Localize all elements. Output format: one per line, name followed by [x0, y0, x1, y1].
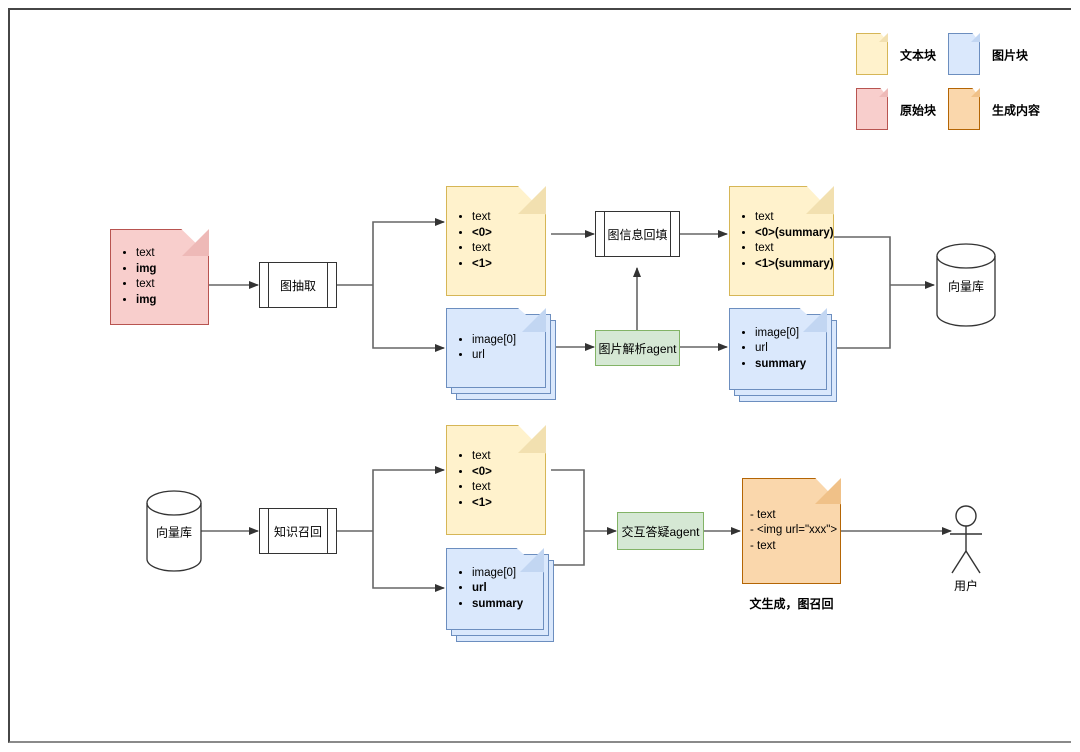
vector-store-node-ingest[interactable]: 向量库: [936, 243, 996, 327]
user-actor-label: 用户: [953, 579, 978, 593]
text-chunk-filled-line-2: text: [755, 241, 834, 257]
source-doc-line-2: text: [136, 277, 209, 293]
image-chunk-filled-line-0: image[0]: [755, 326, 827, 342]
retrieved-image-chunk-line-0: image[0]: [472, 566, 544, 582]
legend-item-image-block: 图片块: [948, 33, 1068, 77]
text-chunk-filled-line-0: text: [755, 210, 834, 226]
vector-store-node-retrieval[interactable]: 向量库: [146, 490, 202, 572]
legend-item-text-block: 文本块: [856, 33, 976, 77]
source-document-list: text img text img: [110, 229, 209, 325]
text-chunk-filled-line-3: <1>(summary): [755, 257, 834, 273]
text-chunk-line-1: <0>: [472, 226, 546, 242]
vector-store-label-retrieval: 向量库: [155, 525, 192, 540]
text-chunk-line-2: text: [472, 241, 546, 257]
source-doc-line-1: img: [136, 262, 209, 278]
legend-item-generated-content: 生成内容: [948, 88, 1068, 132]
vector-store-label-ingest: 向量库: [947, 279, 984, 294]
process-knowledge-recall[interactable]: 知识召回: [259, 508, 337, 554]
agent-image-parsing-label: 图片解析agent: [598, 341, 677, 356]
text-chunk-line-3: <1>: [472, 257, 546, 273]
legend-label-text-block: 文本块: [900, 48, 937, 63]
agent-image-parsing[interactable]: 图片解析agent: [595, 330, 680, 366]
legend-item-raw-block: 原始块: [856, 88, 976, 132]
retrieved-image-chunk-line-1: url: [472, 581, 544, 597]
source-doc-line-0: text: [136, 246, 209, 262]
generated-answer-node[interactable]: - text - <img url="xxx"> - text: [742, 478, 841, 584]
image-chunk-line-0: image[0]: [472, 333, 546, 349]
image-chunk-filled-line-1: url: [755, 341, 827, 357]
retrieved-image-chunk-list: image[0] url summary: [446, 548, 544, 630]
process-image-extraction-label: 图抽取: [279, 278, 316, 293]
legend-label-image-block: 图片块: [992, 48, 1029, 63]
generated-answer-line-0: - text: [750, 508, 776, 521]
process-image-info-backfill-label: 图信息回填: [607, 227, 668, 242]
text-chunk-node[interactable]: text <0> text <1>: [446, 186, 551, 302]
legend-swatch-text-block: [856, 33, 888, 75]
text-chunk-list: text <0> text <1>: [446, 186, 546, 296]
legend-label-generated-content: 生成内容: [992, 103, 1041, 118]
image-chunk-line-1: url: [472, 348, 546, 364]
generated-answer-line-1: - <img url="xxx">: [750, 524, 838, 537]
user-actor[interactable]: 用户: [946, 505, 986, 593]
image-chunk-filled-node[interactable]: image[0] url summary: [729, 308, 839, 406]
text-chunk-line-0: text: [472, 210, 546, 226]
process-image-info-backfill[interactable]: 图信息回填: [595, 211, 680, 257]
text-chunk-filled-line-1: <0>(summary): [755, 226, 834, 242]
image-chunk-list: image[0] url: [446, 308, 546, 388]
retrieved-text-chunk-list: text <0> text <1>: [446, 425, 546, 535]
retrieved-text-chunk-line-2: text: [472, 480, 546, 496]
source-doc-line-3: img: [136, 293, 209, 309]
retrieved-text-chunk-line-1: <0>: [472, 465, 546, 481]
retrieved-text-chunk-line-3: <1>: [472, 496, 546, 512]
agent-interactive-qa-label: 交互答疑agent: [621, 524, 700, 539]
legend-label-raw-block: 原始块: [900, 103, 937, 118]
image-chunk-filled-line-2: summary: [755, 357, 827, 373]
retrieved-text-chunk-line-0: text: [472, 449, 546, 465]
legend-swatch-generated-content: [948, 88, 980, 130]
retrieved-image-chunk-line-2: summary: [472, 597, 544, 613]
generated-answer-caption: 文生成，图召回: [749, 597, 834, 611]
retrieved-image-chunk-node[interactable]: image[0] url summary: [446, 548, 556, 646]
text-chunk-filled-list: text <0>(summary) text <1>(summary): [729, 186, 834, 296]
image-chunk-node[interactable]: image[0] url: [446, 308, 556, 400]
generated-answer-list: - text - <img url="xxx"> - text: [742, 478, 841, 584]
generated-answer-line-2: - text: [750, 539, 776, 552]
process-knowledge-recall-label: 知识召回: [273, 524, 322, 539]
source-document-node[interactable]: text img text img: [110, 229, 209, 325]
retrieved-text-chunk-node[interactable]: text <0> text <1>: [446, 425, 551, 541]
image-chunk-filled-list: image[0] url summary: [729, 308, 827, 390]
agent-interactive-qa[interactable]: 交互答疑agent: [617, 512, 704, 550]
legend-swatch-raw-block: [856, 88, 888, 130]
process-image-extraction[interactable]: 图抽取: [259, 262, 337, 308]
legend-swatch-image-block: [948, 33, 980, 75]
text-chunk-filled-node[interactable]: text <0>(summary) text <1>(summary): [729, 186, 839, 302]
